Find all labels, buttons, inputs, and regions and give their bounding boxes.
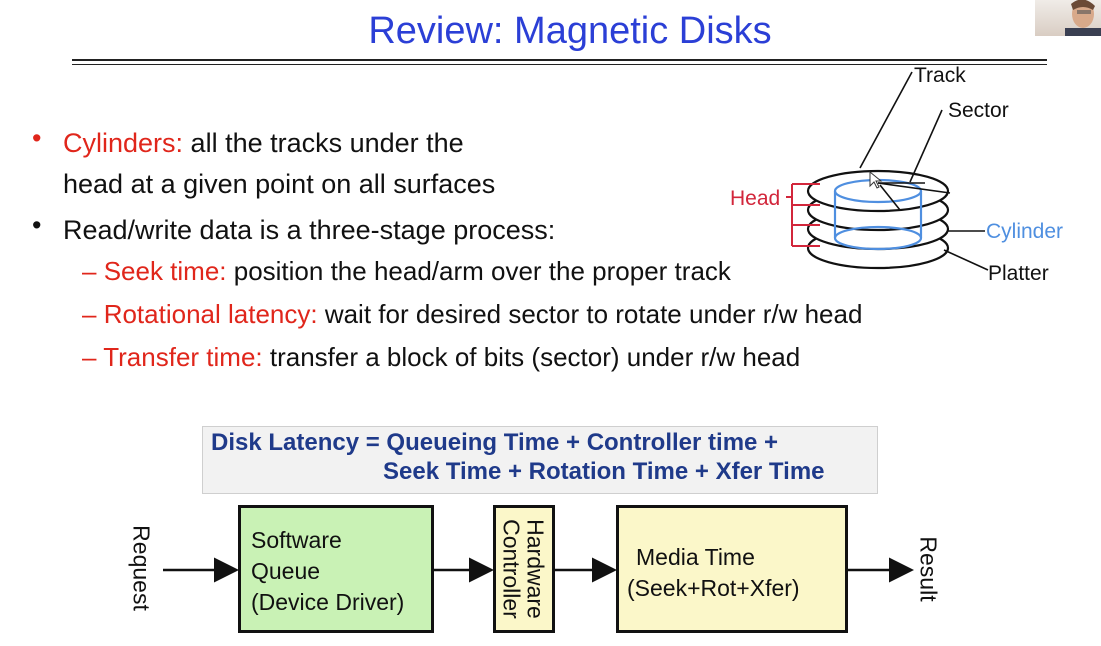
formula-line-1: Disk Latency = Queueing Time + Controlle… bbox=[211, 429, 779, 456]
head-arm bbox=[786, 183, 820, 247]
media-time-line-1: Media Time bbox=[636, 544, 755, 570]
media-time-line-2: (Seek+Rot+Xfer) bbox=[627, 575, 800, 601]
cursor-icon bbox=[869, 170, 883, 189]
hardware-controller-box: Hardware Controller bbox=[493, 505, 555, 633]
title-rule bbox=[72, 59, 1047, 61]
platter-stack bbox=[806, 169, 950, 270]
result-label: Result bbox=[915, 536, 942, 602]
title-rule-thin bbox=[72, 64, 1047, 65]
label-platter: Platter bbox=[988, 262, 1049, 285]
leader-lines bbox=[859, 71, 989, 271]
bullet-read-write: Read/write data is a three-stage process… bbox=[63, 215, 556, 245]
subbullet-text: position the head/arm over the proper tr… bbox=[226, 256, 731, 286]
subbullet-term: Seek time: bbox=[103, 256, 227, 286]
software-queue-line-2: Queue bbox=[251, 558, 321, 584]
controller-label: Controller bbox=[498, 519, 525, 619]
label-sector: Sector bbox=[948, 99, 1009, 122]
subbullet-dash: – bbox=[82, 299, 104, 329]
bullet-cylinders-line2: head at a given point on all surfaces bbox=[63, 169, 496, 199]
bullet-text: all the tracks under the bbox=[183, 128, 464, 158]
subbullet-seek: – Seek time: position the head/arm over … bbox=[82, 256, 731, 287]
bullet-cylinders: Cylinders: all the tracks under the bbox=[63, 123, 464, 163]
subbullet-dash: – bbox=[82, 256, 104, 286]
subbullet-dash: – bbox=[82, 342, 104, 372]
bullet-dot: • bbox=[32, 123, 42, 153]
formula-line-2: Seek Time + Rotation Time + Xfer Time bbox=[383, 458, 825, 485]
request-label: Request bbox=[128, 525, 155, 611]
subbullet-term: Transfer time: bbox=[103, 342, 263, 372]
label-head: Head bbox=[730, 187, 780, 210]
cylinder-shape bbox=[833, 178, 923, 251]
bullet-dot: • bbox=[32, 210, 42, 240]
software-queue-line-1: Software bbox=[251, 527, 342, 553]
media-time-box: Media Time (Seek+Rot+Xfer) bbox=[616, 505, 848, 633]
sector-lines bbox=[877, 182, 951, 211]
hardware-label: Hardware bbox=[522, 519, 549, 619]
subbullet-transfer: – Transfer time: transfer a block of bit… bbox=[82, 342, 800, 373]
subbullet-text: wait for desired sector to rotate under … bbox=[317, 299, 863, 329]
subbullet-text: transfer a block of bits (sector) under … bbox=[262, 342, 801, 372]
label-cylinder: Cylinder bbox=[986, 220, 1063, 243]
slide-title: Review: Magnetic Disks bbox=[368, 10, 772, 52]
subbullet-rotational: – Rotational latency: wait for desired s… bbox=[82, 299, 862, 330]
software-queue-line-3: (Device Driver) bbox=[251, 589, 405, 615]
software-queue-box: Software Queue (Device Driver) bbox=[238, 505, 434, 633]
label-track: Track bbox=[914, 64, 966, 87]
disk-diagram: Track Sector Head Cylinder Platter bbox=[730, 64, 1063, 285]
bullet-term: Cylinders: bbox=[63, 128, 184, 158]
webcam-thumbnail bbox=[1035, 0, 1101, 36]
latency-formula-box: Disk Latency = Queueing Time + Controlle… bbox=[202, 426, 878, 494]
subbullet-term: Rotational latency: bbox=[103, 299, 318, 329]
